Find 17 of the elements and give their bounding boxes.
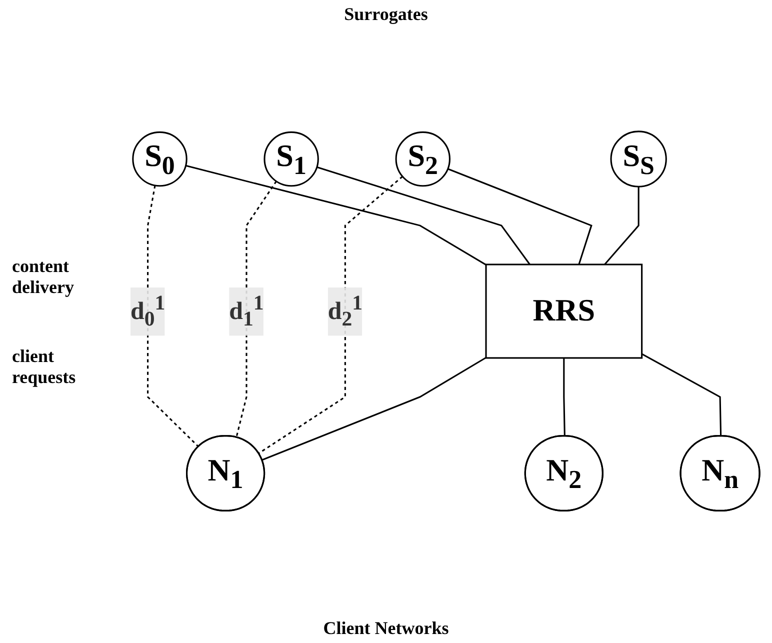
connector bbox=[604, 187, 640, 266]
text-label: client requests bbox=[12, 346, 77, 388]
connector bbox=[641, 354, 722, 438]
text-label: Surrogates bbox=[344, 4, 428, 25]
text-label: Client Networks bbox=[323, 618, 449, 639]
node-circle: S$_{1}$ bbox=[264, 132, 319, 188]
connector bbox=[563, 358, 566, 438]
node-circle: S$_{2}$ bbox=[395, 132, 450, 188]
node-circle: S$_{0}$ bbox=[132, 132, 188, 188]
connector bbox=[186, 165, 486, 266]
connector bbox=[258, 176, 403, 454]
node-circle: S$_{S}$ bbox=[610, 131, 667, 188]
connector bbox=[316, 166, 530, 266]
text-label: content delivery bbox=[12, 256, 75, 298]
connector bbox=[448, 168, 592, 266]
connector bbox=[262, 357, 486, 462]
node-box: RRS bbox=[485, 264, 643, 360]
